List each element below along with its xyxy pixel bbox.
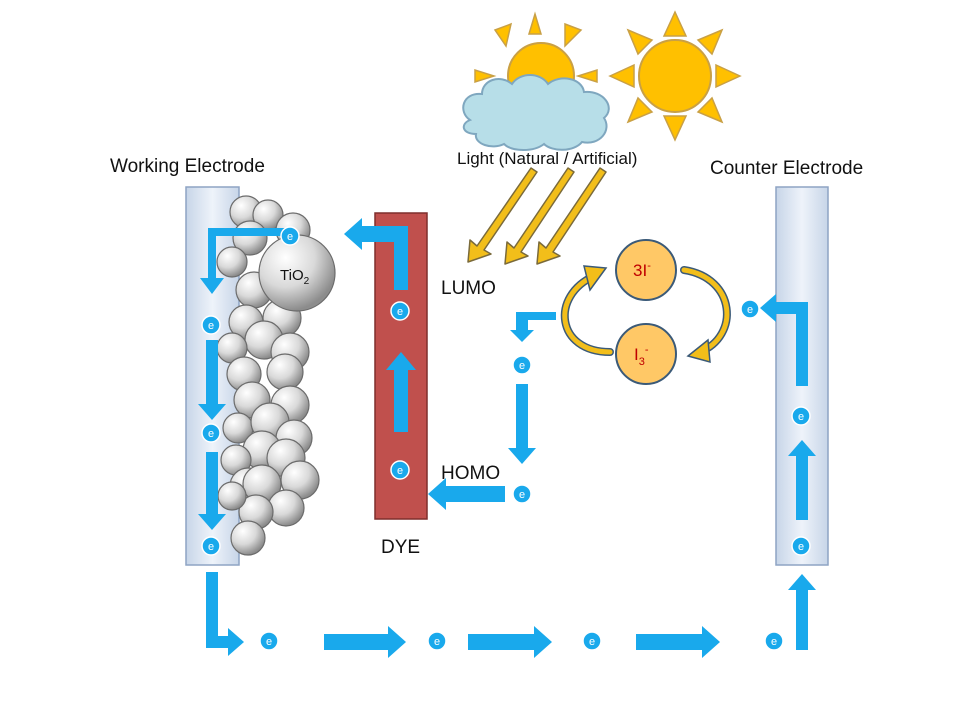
tio2-nanoparticles <box>216 195 336 556</box>
flow-arrow <box>386 352 416 432</box>
light-source-label: Light (Natural / Artificial) <box>457 149 638 168</box>
electron-label: e <box>589 636 595 648</box>
electron-marker: e <box>582 631 602 651</box>
electron-label: e <box>208 428 214 440</box>
electron-marker: e <box>201 536 221 556</box>
light-ray-arrow <box>467 167 538 263</box>
electron-marker: e <box>390 460 410 480</box>
triiodide-ion-3i <box>615 239 677 301</box>
flow-arrow <box>760 294 808 386</box>
electron-label: e <box>397 306 403 318</box>
electron-marker: e <box>390 301 410 321</box>
electron-label: e <box>287 231 293 243</box>
redox-arrow-left <box>560 272 614 356</box>
electron-flow-arrows <box>198 218 816 658</box>
ion-i3-label: I3- <box>634 344 649 368</box>
electron-marker: e <box>259 631 279 651</box>
redox-cycle: 3I- I3- <box>560 239 731 385</box>
electron-label: e <box>208 541 214 553</box>
flow-arrow <box>198 452 226 530</box>
electron-marker: e <box>201 315 221 335</box>
electron-marker: e <box>201 423 221 443</box>
lumo-label: LUMO <box>441 278 496 299</box>
electron-label: e <box>798 411 804 423</box>
flow-arrow <box>206 572 244 656</box>
flow-arrow <box>428 478 505 510</box>
light-ray-arrow <box>504 167 575 265</box>
electron-marker: e <box>791 406 811 426</box>
ion-3i-label: 3I- <box>633 260 651 280</box>
homo-label: HOMO <box>441 463 501 484</box>
partly-cloudy-sun-icon <box>462 11 610 151</box>
electron-label: e <box>771 636 777 648</box>
electron-marker: e <box>740 299 760 319</box>
electron-label: e <box>266 636 272 648</box>
tio2-label: TiO2 <box>280 267 310 287</box>
electron-marker: e <box>280 226 300 246</box>
counter-electrode-label: Counter Electrode <box>710 158 864 179</box>
light-ray-arrow <box>536 167 607 265</box>
electron-label: e <box>519 489 525 501</box>
electron-marker: e <box>791 536 811 556</box>
flow-arrow <box>324 626 406 658</box>
light-rays <box>467 167 607 265</box>
electron-label: e <box>747 304 753 316</box>
electrons: e e e e e e e e e e e e e e e <box>201 226 811 651</box>
electron-marker: e <box>427 631 447 651</box>
electron-marker: e <box>512 484 532 504</box>
flow-arrow <box>198 340 226 420</box>
flow-arrow <box>510 312 556 342</box>
dye-label: DYE <box>381 537 421 558</box>
flow-arrow <box>468 626 552 658</box>
electron-marker: e <box>512 355 532 375</box>
sun-icon <box>608 10 742 142</box>
electron-label: e <box>208 320 214 332</box>
electron-label: e <box>434 636 440 648</box>
electron-label: e <box>397 465 403 477</box>
flow-arrow <box>788 440 816 520</box>
flow-arrow <box>508 384 536 464</box>
electron-label: e <box>519 360 525 372</box>
flow-arrow <box>344 218 408 290</box>
flow-arrow <box>636 626 720 658</box>
working-electrode-label: Working Electrode <box>110 156 265 177</box>
electron-marker: e <box>764 631 784 651</box>
electron-label: e <box>798 541 804 553</box>
triiodide-ion-i3 <box>615 323 677 385</box>
flow-arrow <box>788 574 816 650</box>
